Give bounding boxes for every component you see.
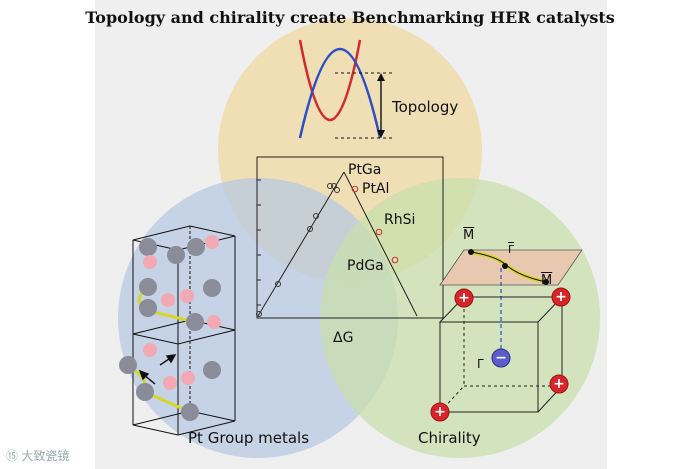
band-structure-icon: [298, 39, 395, 139]
gamma-point-label: Γ: [477, 357, 484, 371]
chirality-circle: [320, 178, 600, 458]
fermi-surface: [439, 249, 583, 350]
watermark: ⑮ 大致瓷镜: [6, 449, 70, 463]
negative-charge: [491, 348, 511, 368]
positive-charge-symbol: +: [553, 376, 565, 392]
pt-group-label: Pt Group metals: [188, 429, 310, 447]
catalyst-label-rhsi: RhSi: [384, 212, 416, 228]
positive-charge-symbol: +: [555, 289, 567, 305]
m-bar-point-label-2: M: [541, 273, 553, 288]
catalyst-label-ptga: PtGa: [348, 162, 382, 178]
catalyst-label-pdga: PdGa: [347, 258, 384, 274]
figure-title: Topology and chirality create Benchmarki…: [85, 8, 615, 27]
motion-arrows-icon: [138, 354, 177, 385]
delta-g-label: ΔG: [333, 330, 354, 346]
catalyst-label-ptal: PtAl: [362, 181, 390, 197]
positive-charge-symbol: +: [434, 404, 446, 420]
positive-charges: [430, 287, 571, 422]
chirality-label: Chirality: [418, 429, 481, 447]
topology-label: Topology: [392, 98, 459, 116]
atoms: [119, 235, 221, 421]
volcano-plot: [256, 156, 444, 319]
gamma-bar-point-label: Γ: [508, 243, 515, 256]
m-bar-point-label: M: [463, 228, 475, 243]
negative-charge-symbol: −: [495, 350, 507, 366]
positive-charge-symbol: +: [458, 290, 470, 306]
